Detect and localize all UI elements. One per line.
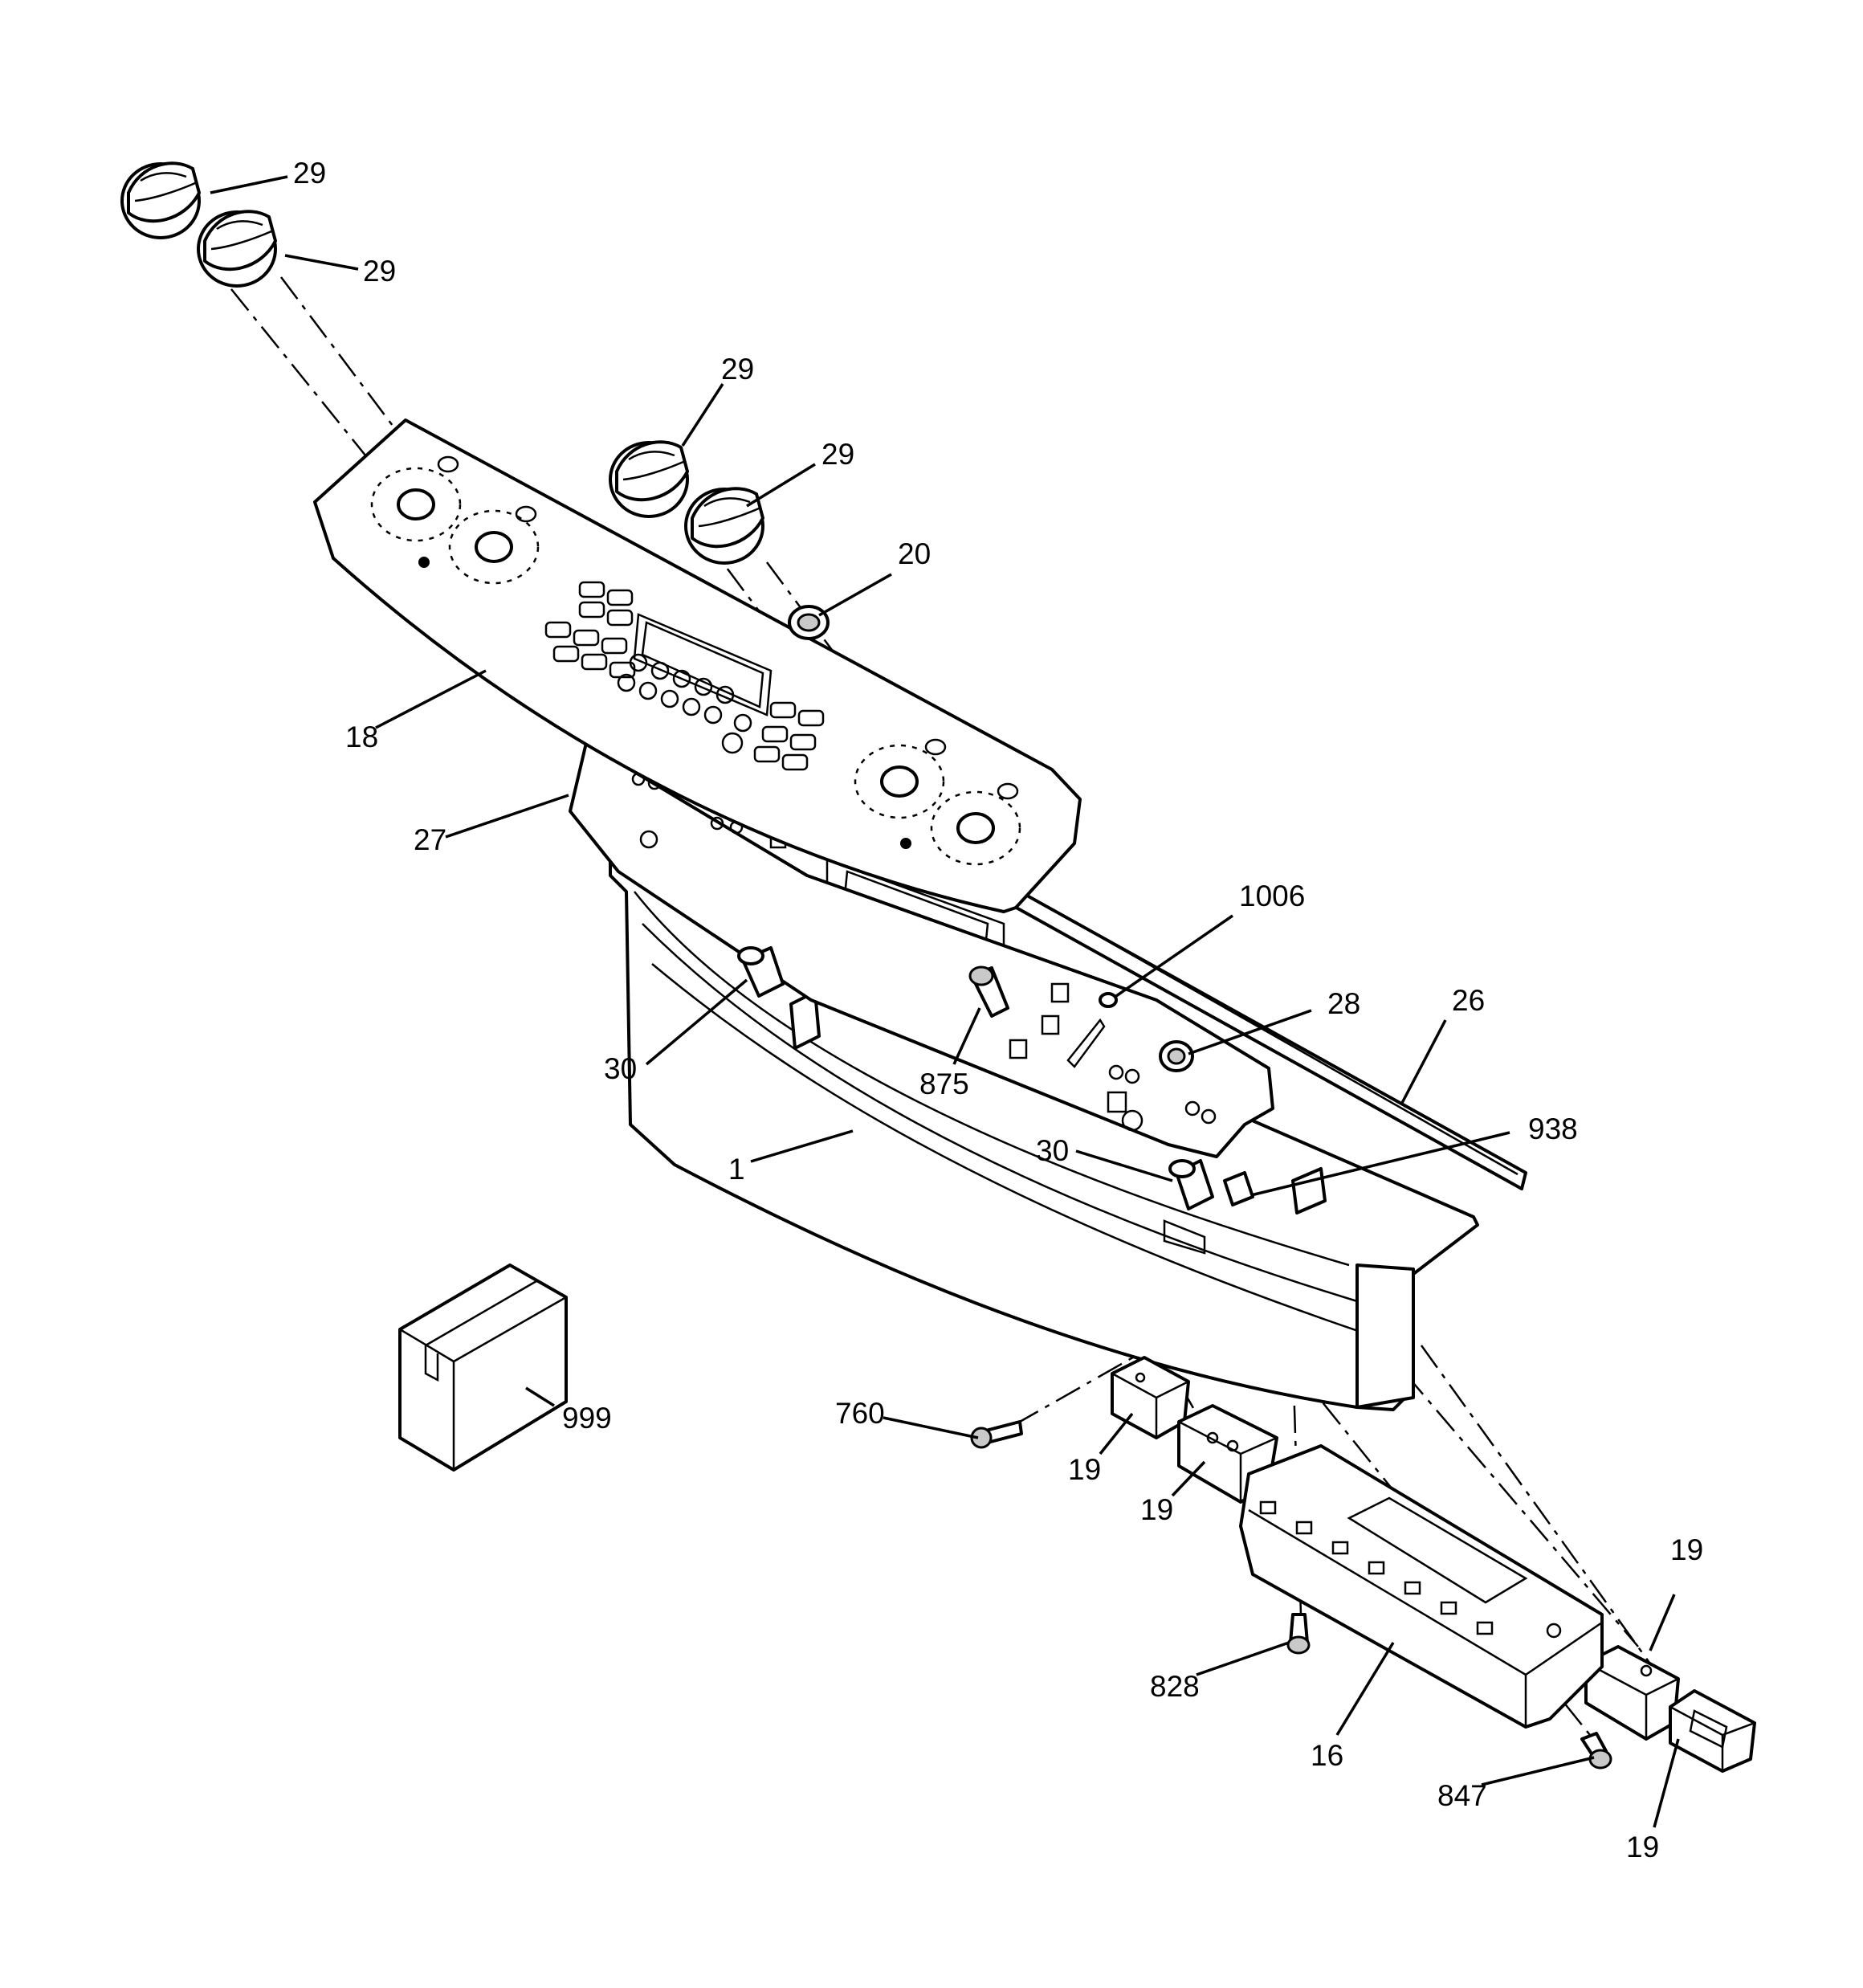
- knob-29b: [197, 210, 277, 288]
- control-board: [569, 741, 1274, 1158]
- callout-16: 16: [1311, 1739, 1343, 1772]
- grommet: [788, 605, 830, 640]
- callout-29a: 29: [293, 157, 326, 190]
- callout-27: 27: [414, 823, 446, 856]
- keypad: [544, 581, 825, 771]
- switch-19d: [1669, 1689, 1756, 1773]
- callout-26: 26: [1452, 984, 1485, 1017]
- callout-29c: 29: [721, 353, 754, 386]
- leader-lines: [210, 175, 1680, 1828]
- callout-29d: 29: [821, 438, 854, 471]
- knob-29c: [609, 440, 689, 518]
- callout-828: 828: [1150, 1670, 1200, 1703]
- knob-29d: [684, 487, 764, 565]
- callout-760: 760: [835, 1397, 885, 1430]
- screws: [970, 1420, 1612, 1770]
- callout-1006: 1006: [1239, 880, 1305, 912]
- switch-19c: [1584, 1645, 1680, 1741]
- callout-18: 18: [345, 720, 378, 753]
- callout-19a: 19: [1068, 1453, 1101, 1486]
- control-module: [1239, 1444, 1604, 1729]
- knob-29a: [120, 161, 201, 239]
- callout-labels: 29 29 29 29 20 18 27 1006 28 26 30 875 3…: [293, 157, 1703, 1863]
- control-panel-face: [313, 418, 1082, 913]
- callout-1: 1: [728, 1153, 745, 1186]
- hardware: [737, 946, 1254, 1210]
- callout-847: 847: [1437, 1779, 1487, 1812]
- callout-938: 938: [1528, 1112, 1578, 1145]
- callout-30a: 30: [604, 1052, 637, 1085]
- callout-29b: 29: [363, 255, 396, 288]
- callout-19d: 19: [1626, 1831, 1659, 1863]
- package-box: [398, 1263, 568, 1472]
- callout-20: 20: [898, 537, 931, 570]
- callout-19c: 19: [1670, 1533, 1703, 1566]
- callout-19b: 19: [1140, 1493, 1173, 1526]
- callout-28: 28: [1327, 987, 1360, 1020]
- callout-30b: 30: [1036, 1134, 1069, 1167]
- callout-999: 999: [562, 1402, 612, 1435]
- callout-875: 875: [919, 1067, 969, 1100]
